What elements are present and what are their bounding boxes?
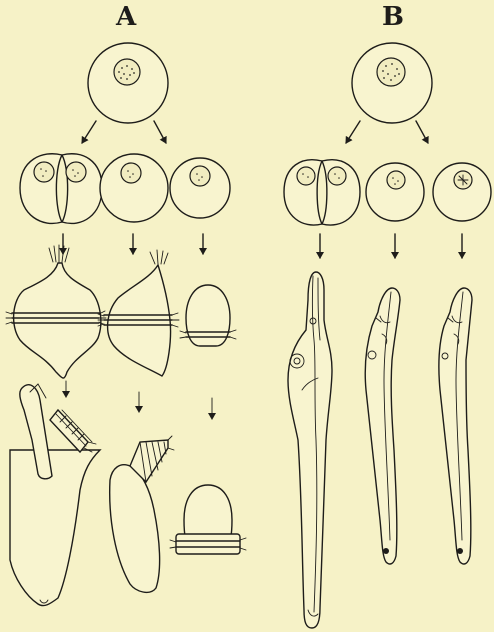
panel-a-blastomere-middle [100,154,168,222]
panel-a-pluteus-half [110,436,174,592]
panel-b-blastomere-right [433,163,491,221]
panel-b-blastomere-middle [366,163,424,221]
panel-a-blastomere-right [170,158,230,218]
panel-b-two-cell [284,160,360,225]
panel-a-larva-half [98,250,179,376]
panel-a-egg [88,43,168,123]
panel-a-two-cell [20,154,102,224]
panel-a-larva-whole [6,245,106,378]
panel-a-pluteus-whole [10,384,100,606]
panel-b-egg [352,43,432,123]
panel-b-larva-quarter [439,288,472,564]
panel-b [284,43,491,628]
panel-a [6,43,246,606]
panel-a-gastrula-quarter [170,485,246,554]
panel-a-arrow-left [82,121,96,143]
panel-b-larva-half [365,288,400,564]
panel-a-arrow-right [154,121,166,143]
panel-a-larva-quarter [180,285,236,346]
panel-b-arrow-right [416,121,428,143]
panel-b-larva-whole [288,272,332,628]
panel-b-arrow-left [346,121,360,143]
